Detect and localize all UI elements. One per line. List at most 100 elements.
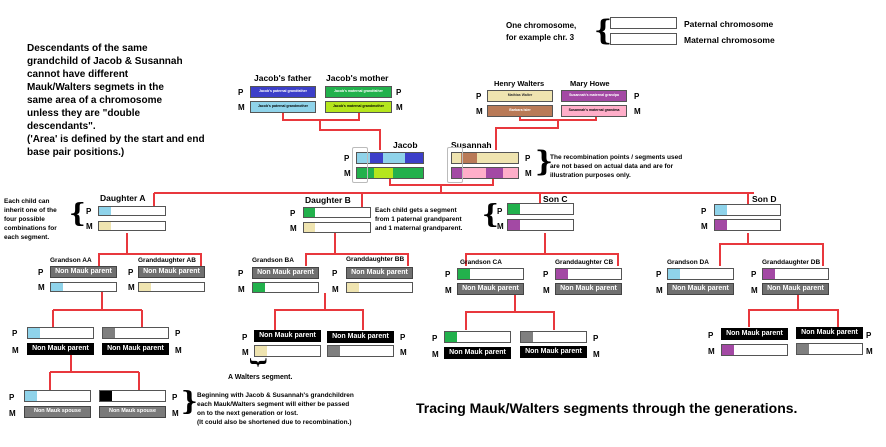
jacobs-father-name: Jacob's father: [254, 73, 312, 83]
p-label: P: [525, 154, 531, 163]
jacobs-mother-name: Jacob's mother: [326, 73, 389, 83]
granddaughter-cb-name: Granddaughter CB: [555, 259, 614, 266]
db-child2-maternal-chromosome: [796, 343, 863, 355]
m-label: M: [242, 348, 249, 357]
p-label: P: [396, 88, 402, 97]
jacobs-paternal-grandmother-chromosome: Jacob's paternal grandmother: [250, 101, 316, 113]
jacob-name: Jacob: [393, 140, 418, 150]
barbara-isler-chromosome: Barbara Isler: [487, 105, 553, 117]
p-label: P: [344, 154, 350, 163]
aa-child-paternal-chromosome: [27, 327, 94, 339]
mary-howe-name: Mary Howe: [570, 79, 610, 88]
brace-icon: {: [69, 199, 86, 229]
p-label: P: [86, 207, 92, 216]
p-label: P: [332, 269, 338, 278]
bb-child2-maternal-chromosome: [327, 345, 394, 357]
m-label: M: [400, 348, 407, 357]
jacob-paternal-chromosome: [356, 152, 424, 164]
note-line: ('Area' is defined by the start and end: [27, 134, 205, 145]
note-line: base pair positions.): [27, 147, 125, 158]
m-label: M: [238, 285, 245, 294]
granddaughter-bb-name: Granddaughter BB: [346, 256, 405, 263]
note-line: and 1 maternal grandparent.: [375, 225, 463, 232]
m-label: M: [866, 347, 873, 356]
susannah-paternal-chromosome: [451, 152, 519, 164]
granddaughter-ab-name: Granddaughter AB: [138, 257, 196, 264]
note-line: same area of a chromosome: [27, 95, 163, 106]
m-label: M: [172, 409, 179, 418]
recombination-note: The recombination points / segments used…: [550, 153, 682, 180]
p-label: P: [175, 329, 181, 338]
note-line: illustration purposes only.: [550, 172, 631, 179]
son-d-paternal-chromosome: [714, 204, 781, 216]
daughter-a-maternal-chromosome: [98, 221, 166, 231]
paternal-chromosome-label: Paternal chromosome: [684, 19, 774, 29]
non-mauk-parent-chromosome: Non Mauk parent: [252, 267, 319, 279]
p-label: P: [497, 207, 503, 216]
note-line: inherit one of the: [4, 207, 57, 214]
m-label: M: [38, 283, 45, 292]
m-label: M: [708, 347, 715, 356]
diagram-title: Tracing Mauk/Walters segments through th…: [416, 400, 798, 416]
p-label: P: [445, 270, 451, 279]
note-line: One chromosome,: [506, 21, 577, 30]
segment-highlight-frame: [352, 147, 368, 183]
note-line: Descendants of the same: [27, 43, 148, 54]
m-label: M: [445, 286, 452, 295]
note-line: from 1 paternal grandparent: [375, 216, 462, 223]
great-grandchild-paternal-chromosome: [24, 390, 91, 402]
legend-maternal-chromosome: [610, 33, 677, 45]
susannah-maternal-chromosome: [451, 167, 519, 179]
p-label: P: [634, 92, 640, 101]
p-label: P: [476, 92, 482, 101]
m-label: M: [344, 169, 351, 178]
m-label: M: [396, 103, 403, 112]
brace-icon: {: [594, 14, 613, 47]
m-label: M: [525, 169, 532, 178]
grandson-aa-maternal-chromosome: [50, 282, 117, 292]
p-label: P: [432, 334, 438, 343]
non-mauk-parent-chromosome: Non Mauk parent: [138, 266, 205, 278]
non-mauk-parent-chromosome: Non Mauk parent: [457, 283, 524, 295]
daughter-b-maternal-chromosome: [303, 222, 371, 233]
segment-highlight-frame: [447, 147, 463, 183]
granddaughter-db-name: Granddaughter DB: [762, 259, 821, 266]
m-label: M: [332, 285, 339, 294]
non-mauk-parent-chromosome: Non Mauk parent: [667, 283, 734, 295]
son-d-maternal-chromosome: [714, 219, 781, 231]
each-child-gets-note: Each child gets a segment from 1 paterna…: [375, 206, 462, 233]
daughter-a-paternal-chromosome: [98, 206, 166, 216]
daughter-b-name: Daughter B: [305, 195, 351, 205]
m-label: M: [9, 409, 16, 418]
henry-walters-name: Henry Walters: [494, 79, 545, 88]
p-label: P: [38, 268, 44, 277]
granddaughter-bb-maternal-chromosome: [346, 282, 413, 293]
p-label: P: [400, 333, 406, 342]
brace-icon: }: [535, 145, 554, 178]
p-label: P: [701, 207, 707, 216]
p-label: P: [593, 334, 599, 343]
maternal-chromosome-label: Maternal chromosome: [684, 35, 775, 45]
brace-icon: }: [181, 387, 198, 417]
note-line: Each child can: [4, 198, 50, 205]
m-label: M: [497, 222, 504, 231]
note-line: Mauk/Walters segmets in the: [27, 82, 164, 93]
grandson-ca-paternal-chromosome: [457, 268, 524, 280]
son-c-name: Son C: [543, 194, 568, 204]
m-label: M: [543, 286, 550, 295]
grandson-da-name: Grandson DA: [667, 259, 709, 266]
note-line: unless they are "double: [27, 108, 141, 119]
p-label: P: [708, 331, 714, 340]
note-line: grandchild of Jacob & Susannah: [27, 56, 183, 67]
note-line: each Mauk/Walters segment will either be…: [197, 401, 350, 408]
jacobs-maternal-grandmother-chromosome: Jacob's maternal grandmother: [325, 101, 392, 113]
p-label: P: [866, 331, 872, 340]
non-mauk-parent-chromosome: Non Mauk parent: [102, 343, 169, 355]
susannahs-maternal-grandma-chromosome: Susannah's maternal grandma: [561, 105, 627, 117]
grandson-ca-name: Grandson CA: [460, 259, 502, 266]
p-label: P: [9, 393, 15, 402]
p-label: P: [128, 268, 134, 277]
p-label: P: [656, 270, 662, 279]
note-line: cannot have different: [27, 69, 129, 80]
